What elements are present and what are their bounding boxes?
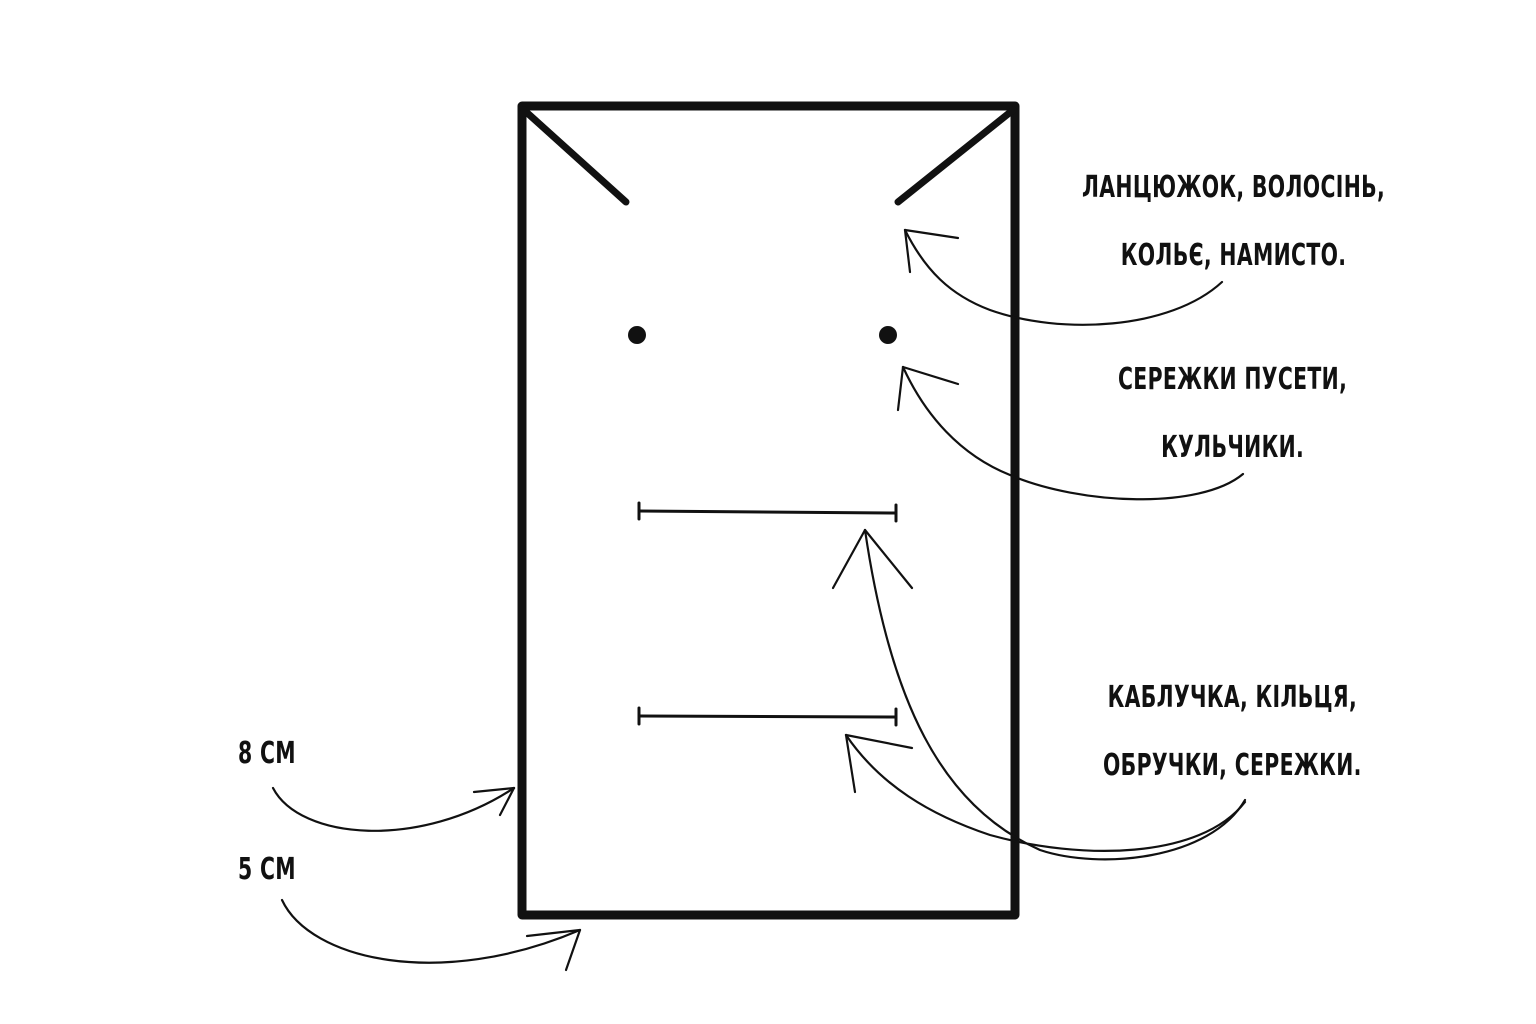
label-line: СЕРЕЖКИ ПУСЕТИ, (1118, 362, 1348, 397)
arrow-lower-ring (844, 733, 1247, 852)
arrow-height (271, 786, 516, 832)
right-corner-slit (894, 106, 1017, 206)
arrow-earrings (896, 365, 1245, 501)
label-chains-necklaces: ЛАНЦЮЖОК, ВОЛОСІНЬ, КОЛЬЄ, НАМИСТО. (1082, 170, 1385, 274)
arrow-chain (903, 228, 1224, 326)
label-line: 8 СМ (238, 736, 296, 771)
label-line: ОБРУЧКИ, СЕРЕЖКИ. (1103, 748, 1362, 783)
lower-ring-slot (637, 706, 898, 727)
left-corner-slit (520, 106, 630, 206)
label-rings-hoops: КАБЛУЧКА, КІЛЬЦЯ, ОБРУЧКИ, СЕРЕЖКИ. (1103, 680, 1362, 784)
right-earring-hole (879, 326, 897, 344)
label-line: КУЛЬЧИКИ. (1161, 430, 1305, 465)
label-line: 5 СМ (238, 852, 296, 887)
label-width-dimension: 5 СМ (238, 852, 296, 888)
upper-ring-slot (637, 501, 898, 523)
label-line: ЛАНЦЮЖОК, ВОЛОСІНЬ, (1082, 170, 1386, 205)
arrow-width (280, 898, 582, 972)
label-height-dimension: 8 СМ (238, 736, 296, 772)
card-outline (517, 101, 1020, 920)
label-line: КОЛЬЄ, НАМИСТО. (1120, 238, 1347, 273)
label-stud-earrings: СЕРЕЖКИ ПУСЕТИ, КУЛЬЧИКИ. (1118, 362, 1347, 466)
left-earring-hole (628, 326, 646, 344)
label-line: КАБЛУЧКА, КІЛЬЦЯ, (1107, 680, 1358, 715)
